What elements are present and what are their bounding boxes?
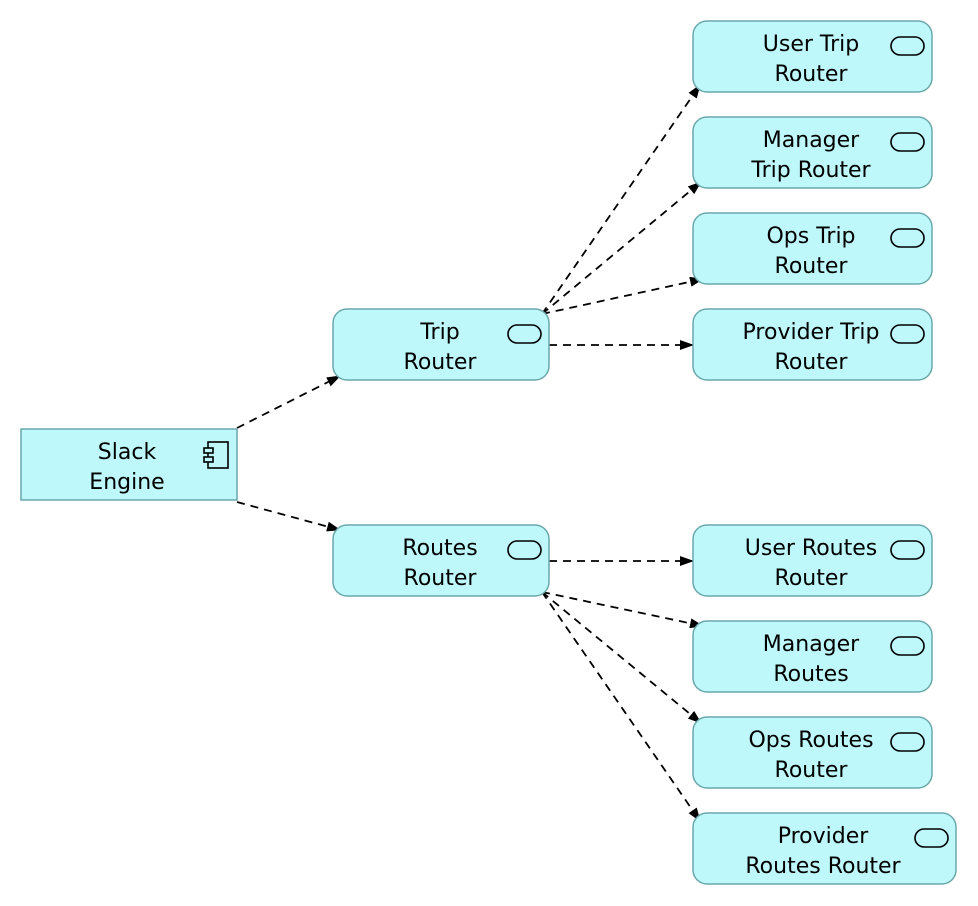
service-icon [890,132,925,152]
node-label-line: Router [775,254,849,279]
edge-routes-router-to-ops-routes-router [541,591,702,724]
service-icon [507,540,542,560]
edge-trip-router-to-manager-trip-router [541,181,702,315]
node-label-line: Router [775,350,849,375]
node-box [692,116,933,189]
node-label-line: Trip [419,320,459,345]
node-label-line: Router [775,62,849,87]
node-label-line: Router [775,566,849,591]
node-label-line: User Trip [763,32,859,57]
node-label-line: User Routes [745,536,877,561]
service-icon [507,324,542,344]
node-label-line: Ops Trip [766,224,855,249]
node-label-line: Manager [763,128,860,153]
edge-trip-router-to-user-trip-router [541,84,701,315]
node-label-line: Manager [763,632,860,657]
node-box [692,620,933,693]
node-label-line: Ops Routes [748,728,873,753]
edge-slack-engine-to-routes-router [236,501,341,532]
node-box [692,212,933,285]
node-box [332,524,550,597]
service-icon [890,540,925,560]
node-box [692,716,933,789]
edge-trip-router-to-ops-trip-router [541,276,704,315]
node-label-line: Engine [89,470,164,495]
node-box [20,428,238,501]
edges-layer [236,84,704,822]
node-box [692,20,933,93]
service-icon [890,636,925,656]
edge-routes-router-to-manager-routes [541,591,704,629]
component-icon [203,441,229,469]
node-box [692,308,933,381]
edge-routes-router-to-provider-routes-router [541,591,701,822]
node-label-line: Trip Router [750,158,871,183]
node-label-line: Provider Trip [743,320,880,345]
node-label-line: Routes [402,536,477,561]
node-label-line: Router [404,350,478,375]
edge-slack-engine-to-trip-router [236,375,341,429]
node-box [692,812,957,885]
service-icon [890,732,925,752]
node-label-line: Router [404,566,478,591]
node-label-line: Routes Router [745,854,901,879]
service-icon [890,36,925,56]
node-box [332,308,550,381]
node-label-line: Slack [98,440,157,465]
node-label-line: Router [775,758,849,783]
node-label-line: Routes [773,662,848,687]
node-box [692,524,933,597]
service-icon [890,324,925,344]
service-icon [890,228,925,248]
node-label-line: Provider [778,824,870,849]
service-icon [914,828,949,848]
